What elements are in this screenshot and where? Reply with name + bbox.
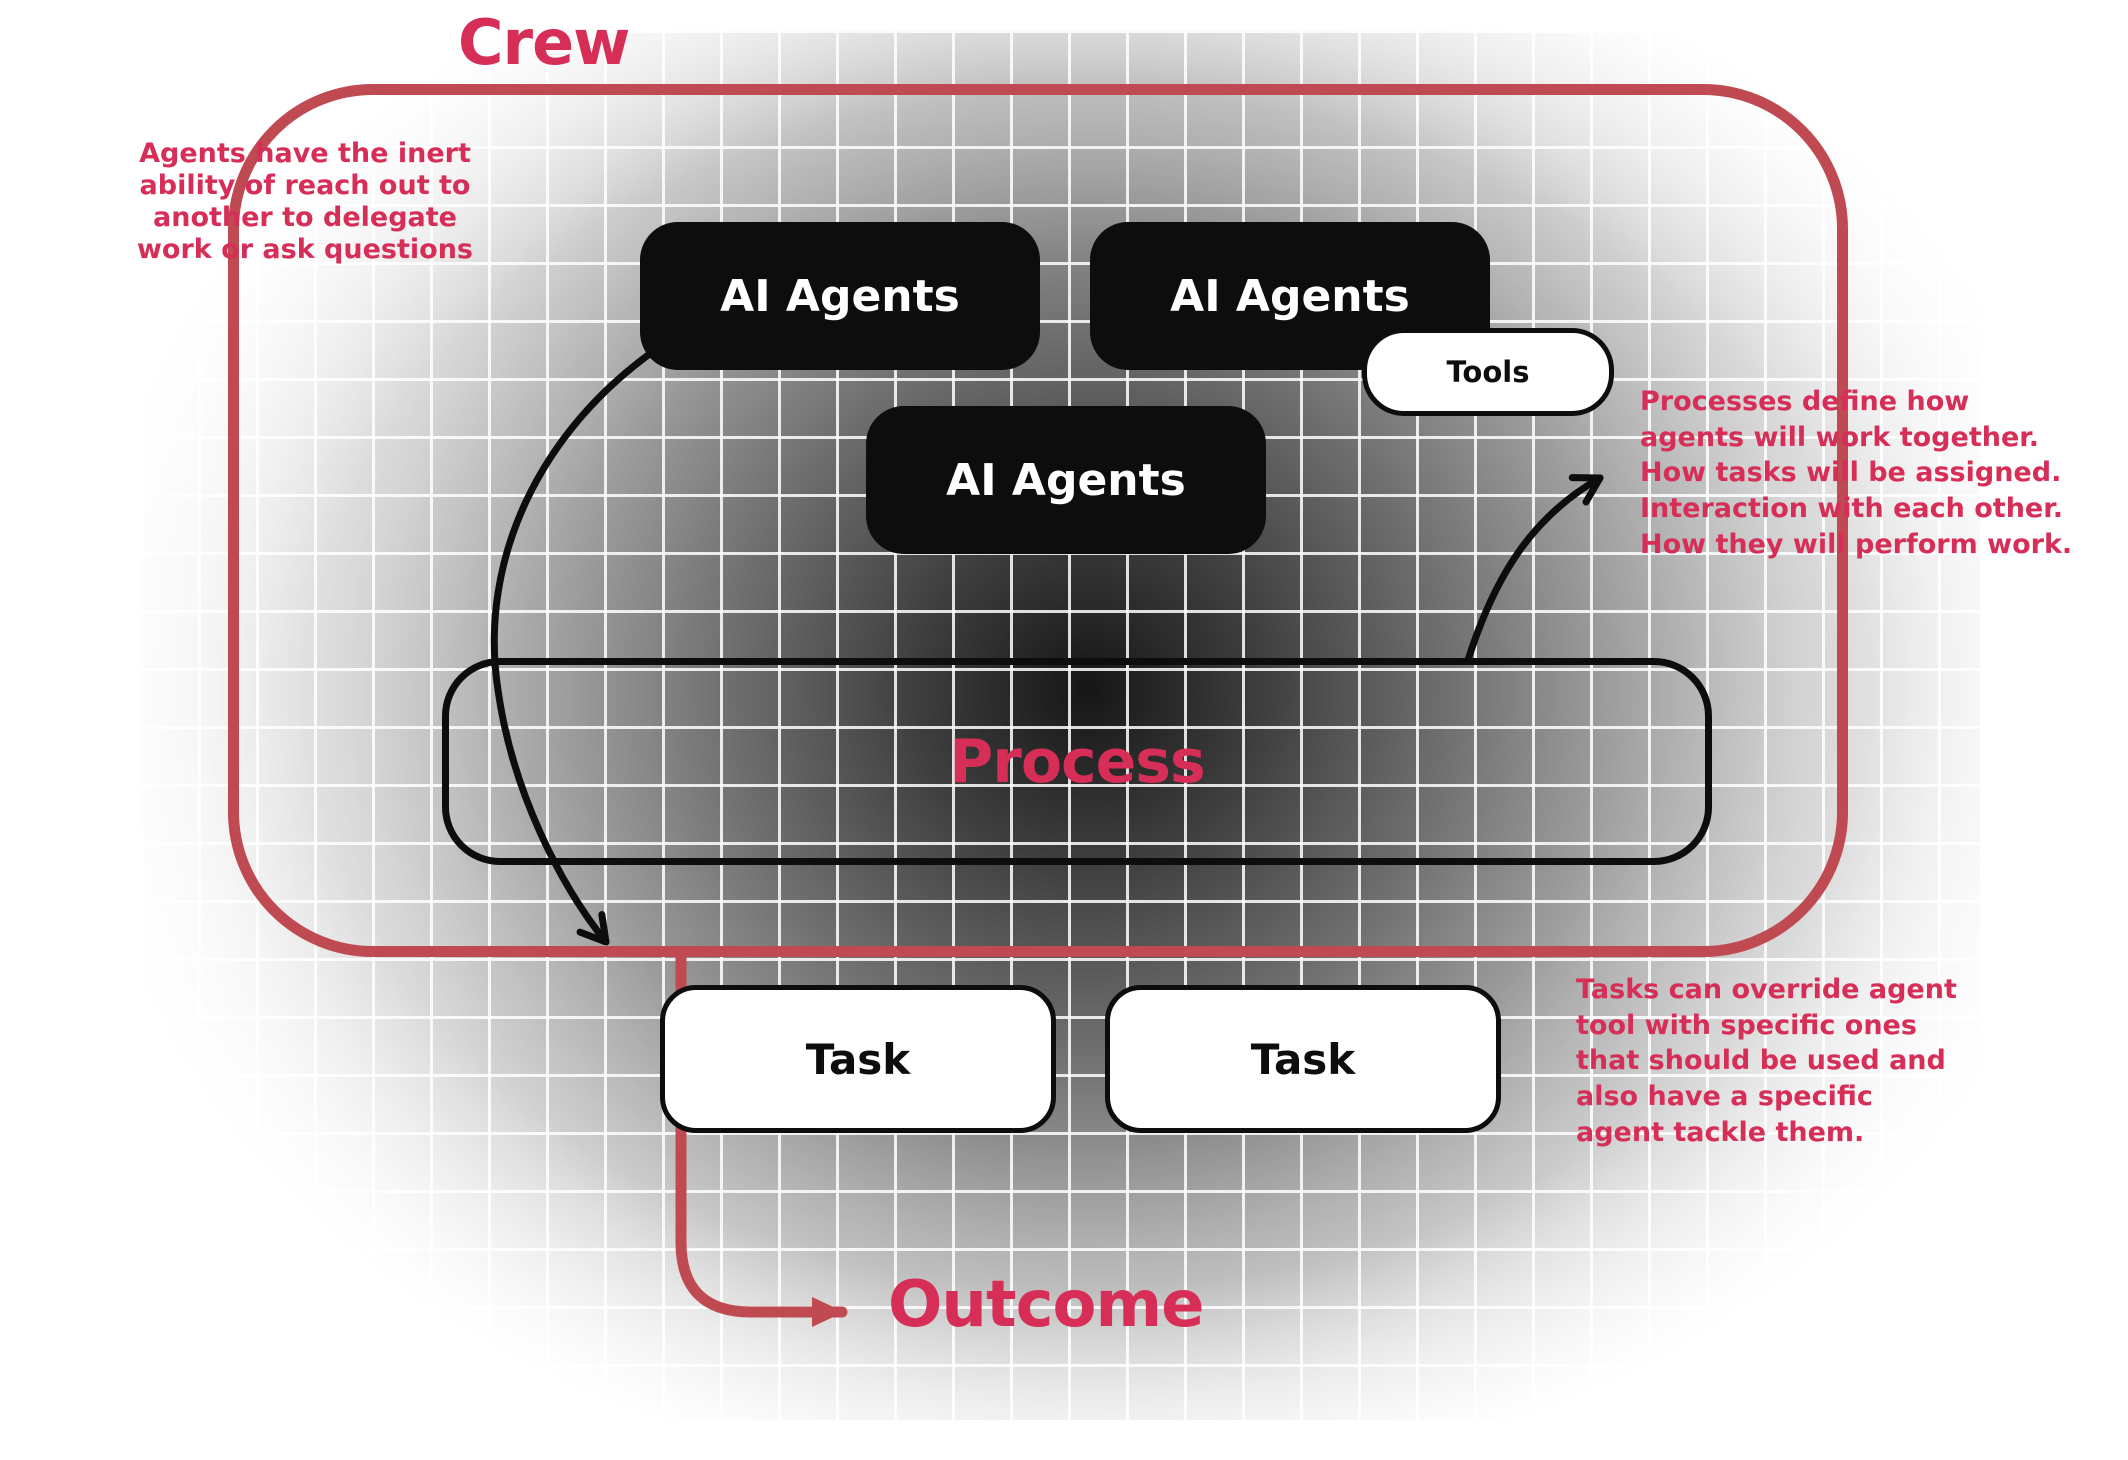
process-label: Process	[949, 726, 1205, 797]
outcome-label: Outcome	[888, 1268, 1205, 1342]
task-label-2: Task	[1250, 1034, 1356, 1084]
ai-agents-label-3: AI Agents	[946, 454, 1186, 506]
crew-title: Crew	[458, 6, 630, 79]
annotation-delegation: Agents have the inert ability of reach o…	[136, 138, 473, 265]
ai-agents-node-3: AI Agents	[866, 406, 1266, 554]
ai-agents-label-2: AI Agents	[1170, 270, 1410, 322]
ai-agents-label-1: AI Agents	[720, 270, 960, 322]
task-label-1: Task	[805, 1034, 911, 1084]
crew-boundary	[228, 84, 1848, 957]
task-node-2: Task	[1105, 985, 1501, 1133]
annotation-process: Processes define how agents will work to…	[1640, 386, 2073, 560]
ai-agents-node-1: AI Agents	[640, 222, 1040, 370]
annotation-tasks: Tasks can override agent tool with speci…	[1576, 974, 1957, 1148]
task-node-1: Task	[660, 985, 1056, 1133]
tools-node: Tools	[1362, 328, 1614, 416]
process-node: Process	[442, 658, 1712, 865]
tools-label: Tools	[1446, 355, 1530, 389]
